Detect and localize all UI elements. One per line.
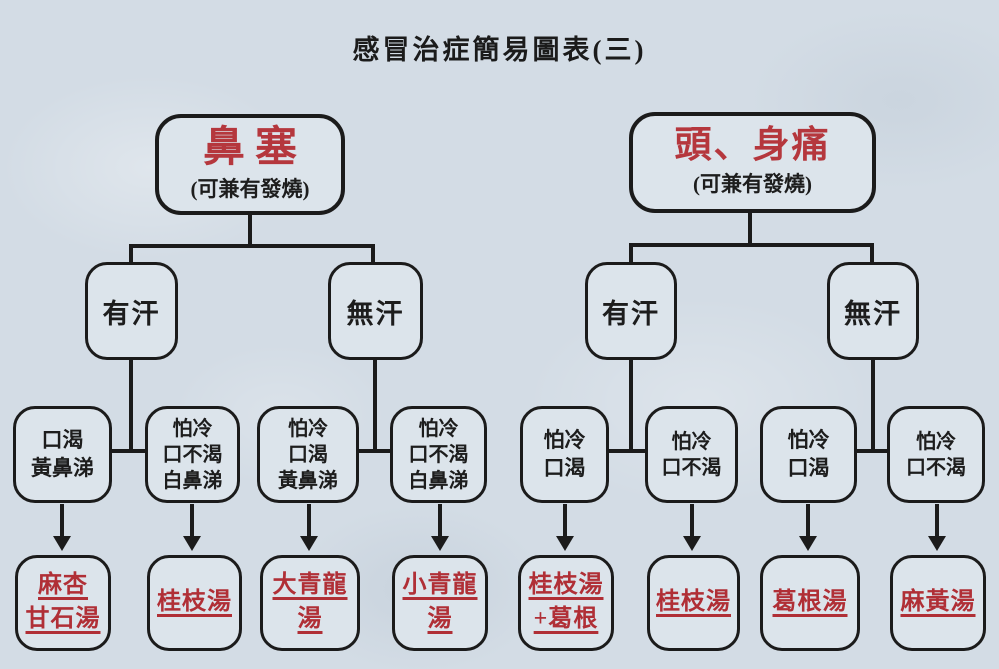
root-note: (可兼有發燒) [693, 172, 812, 197]
connector-line [371, 244, 375, 264]
connector-line [190, 504, 194, 538]
remedy-text: 小青龍 湯 [402, 572, 478, 632]
signs-node-5: 怕冷 口渴 [520, 406, 609, 503]
remedy-node-6: 桂枝湯 [647, 555, 740, 651]
remedy-node-5: 桂枝湯 +葛根 [518, 555, 614, 651]
signs-text: 怕冷 口渴 黃鼻涕 [278, 417, 338, 492]
remedy-text: 桂枝湯 [656, 589, 731, 616]
connector-line [358, 449, 391, 453]
signs-node-8: 怕冷 口不渴 [887, 406, 985, 503]
remedy-text: 葛根湯 [772, 589, 848, 616]
connector-line [438, 504, 442, 538]
root-node-nasal-congestion: 鼻塞 (可兼有發燒) [155, 114, 345, 215]
remedy-text: 桂枝湯 [157, 589, 232, 616]
condition-label: 有汗 [102, 298, 161, 329]
signs-text: 怕冷 口不渴 白鼻涕 [162, 417, 223, 492]
connector-line [373, 360, 377, 453]
arrow-down-icon [683, 536, 701, 551]
remedy-node-2: 桂枝湯 [147, 555, 242, 651]
remedy-node-7: 葛根湯 [760, 555, 860, 651]
connector-line [856, 449, 888, 453]
signs-node-6: 怕冷 口不渴 [645, 406, 738, 503]
connector-line [129, 244, 133, 264]
signs-node-1: 口渴 黃鼻涕 [13, 406, 112, 503]
remedy-text: 桂枝湯 +葛根 [528, 572, 604, 632]
arrow-down-icon [928, 536, 946, 551]
remedy-text: 大青龍 湯 [272, 572, 348, 632]
signs-text: 怕冷 口渴 [787, 428, 830, 480]
connector-line [870, 243, 874, 264]
signs-node-7: 怕冷 口渴 [760, 406, 857, 503]
connector-line [629, 360, 633, 453]
remedy-text: 麻黃湯 [900, 589, 976, 616]
condition-node-sweat-left: 有汗 [85, 262, 178, 360]
signs-node-2: 怕冷 口不渴 白鼻涕 [145, 406, 240, 503]
connector-line [129, 360, 133, 453]
arrow-down-icon [431, 536, 449, 551]
connector-line [307, 504, 311, 538]
root-label: 鼻塞 [202, 124, 307, 171]
remedy-node-3: 大青龍 湯 [260, 555, 360, 651]
remedy-node-1: 麻杏 甘石湯 [15, 555, 111, 651]
connector-line [629, 243, 633, 264]
connector-line [608, 449, 646, 453]
root-note: (可兼有發燒) [190, 177, 310, 202]
condition-node-sweat-right: 有汗 [585, 262, 677, 360]
arrow-down-icon [183, 536, 201, 551]
signs-text: 怕冷 口渴 [543, 428, 586, 480]
connector-line [112, 449, 146, 453]
signs-text: 怕冷 口不渴 [906, 430, 966, 479]
condition-label: 有汗 [602, 298, 660, 329]
condition-node-no-sweat-left: 無汗 [328, 262, 423, 360]
condition-label: 無汗 [844, 298, 902, 329]
condition-label: 無汗 [346, 298, 405, 329]
arrow-down-icon [53, 536, 71, 551]
condition-node-no-sweat-right: 無汗 [827, 262, 919, 360]
root-label: 頭、身痛 [674, 124, 831, 166]
page-title: 感冒治症簡易圖表(三) [352, 35, 647, 65]
remedy-node-8: 麻黃湯 [890, 555, 986, 651]
connector-line [129, 244, 375, 248]
connector-line [248, 215, 252, 247]
connector-line [629, 243, 874, 247]
signs-node-4: 怕冷 口不渴 白鼻涕 [390, 406, 487, 503]
connector-line [871, 360, 875, 453]
signs-text: 怕冷 口不渴 白鼻涕 [408, 417, 469, 492]
remedy-node-4: 小青龍 湯 [392, 555, 488, 651]
signs-text: 口渴 黃鼻涕 [31, 428, 94, 480]
arrow-down-icon [556, 536, 574, 551]
connector-line [690, 504, 694, 538]
connector-line [563, 504, 567, 538]
remedy-text: 麻杏 甘石湯 [25, 572, 101, 632]
root-node-head-body-ache: 頭、身痛 (可兼有發燒) [629, 112, 876, 213]
connector-line [748, 213, 752, 246]
arrow-down-icon [300, 536, 318, 551]
connector-line [806, 504, 810, 538]
connector-line [935, 504, 939, 538]
arrow-down-icon [799, 536, 817, 551]
connector-line [60, 504, 64, 538]
signs-text: 怕冷 口不渴 [661, 430, 722, 479]
signs-node-3: 怕冷 口渴 黃鼻涕 [257, 406, 359, 503]
